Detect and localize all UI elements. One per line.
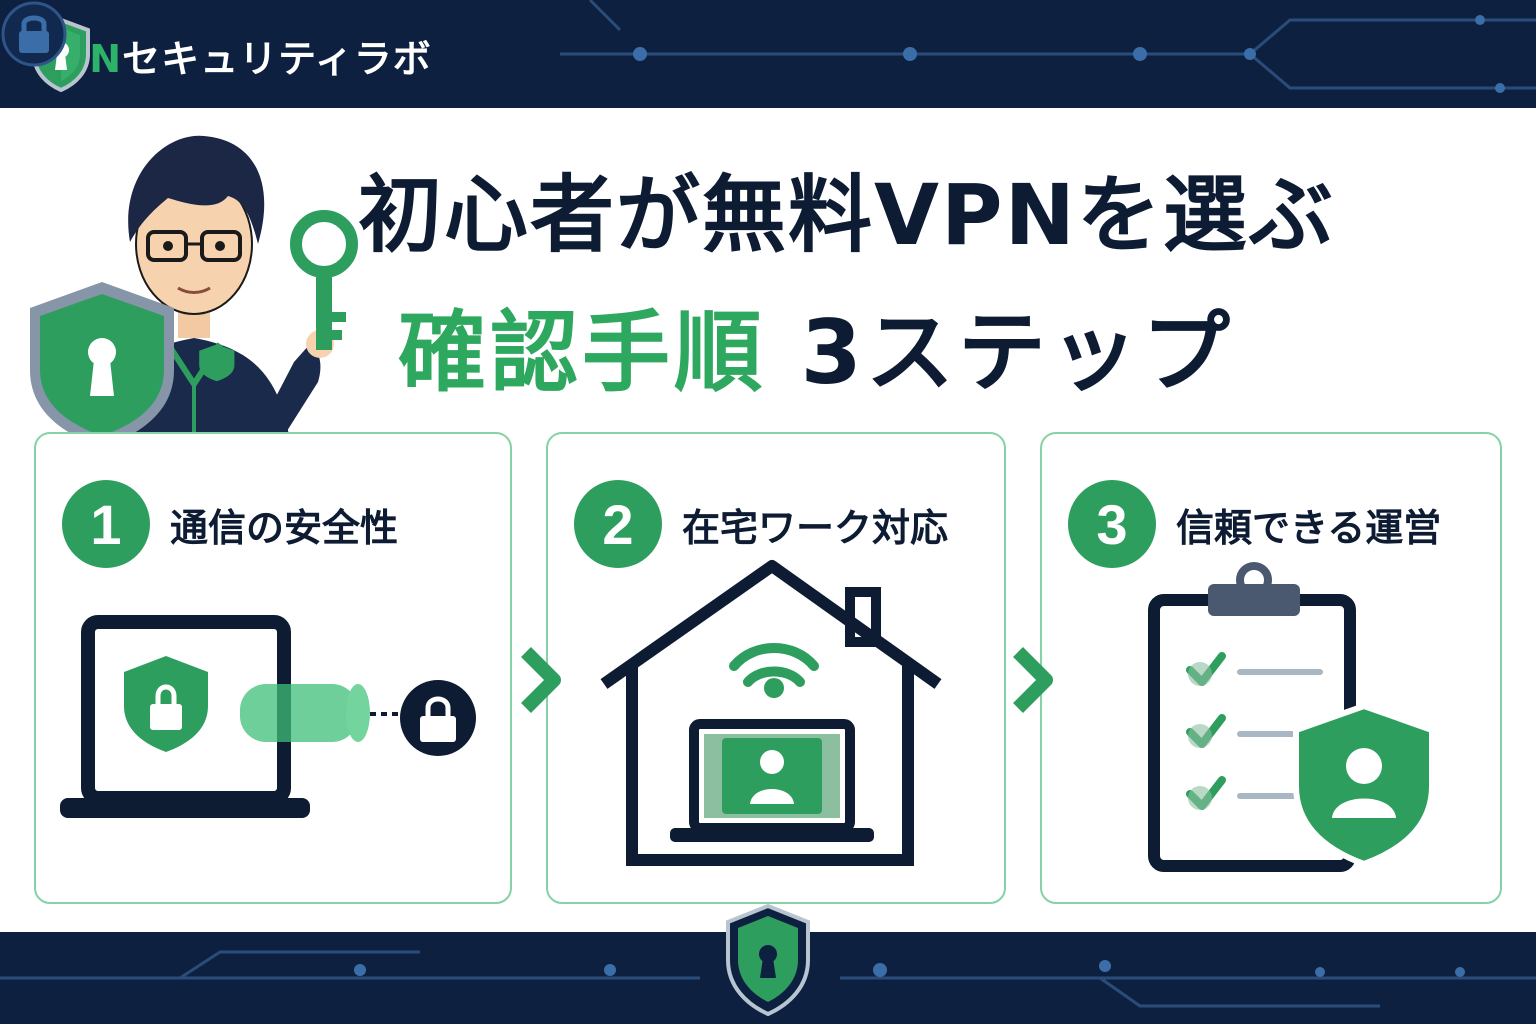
clipboard-shield-icon: [1148, 562, 1435, 872]
step-header-3: 3 信頼できる運営: [1068, 480, 1441, 568]
step-label-3: 信頼できる運営: [1176, 505, 1442, 550]
step-label-2: 在宅ワーク対応: [682, 505, 949, 550]
chevron-right-icon: [521, 647, 561, 713]
step-header-1: 1 通信の安全性: [62, 480, 398, 568]
house-wifi-icon: [600, 560, 942, 866]
mascot-character: [30, 135, 358, 448]
subtitle-accent: 確認手順: [398, 301, 767, 404]
step-label-1: 通信の安全性: [170, 505, 399, 550]
brand-logo[interactable]: VPNセキュリティラボ: [30, 18, 432, 92]
step-card-1[interactable]: 1 通信の安全性: [34, 432, 512, 904]
subtitle-rest: 3ステップ: [800, 301, 1234, 404]
step-header-2: 2 在宅ワーク対応: [574, 480, 948, 568]
step-number-1: 1: [62, 480, 150, 568]
header-band: VPNセキュリティラボ: [0, 0, 1536, 108]
chevron-right-icon: [1013, 647, 1053, 713]
lock-icon: [1, 1, 67, 67]
circuit-pattern-bottom: [0, 950, 1536, 1008]
laptop-tunnel-icon: [60, 615, 476, 818]
page-title: 初心者が無料VPNを選ぶ: [358, 166, 1335, 264]
step-card-2[interactable]: 2 在宅ワーク対応: [546, 432, 1006, 904]
step-number-3: 3: [1068, 480, 1156, 568]
circuit-pattern-top: [560, 0, 1536, 93]
brand-name-rest: セキュリティラボ: [122, 36, 432, 81]
page-subtitle: 確認手順 3ステップ: [398, 282, 1448, 409]
shield-keyhole-icon: [726, 903, 810, 1017]
step-number-2: 2: [574, 480, 662, 568]
shield-keyhole-icon: [30, 282, 174, 448]
key-icon: [290, 210, 358, 350]
step-card-3[interactable]: 3 信頼できる運営: [1040, 432, 1502, 904]
